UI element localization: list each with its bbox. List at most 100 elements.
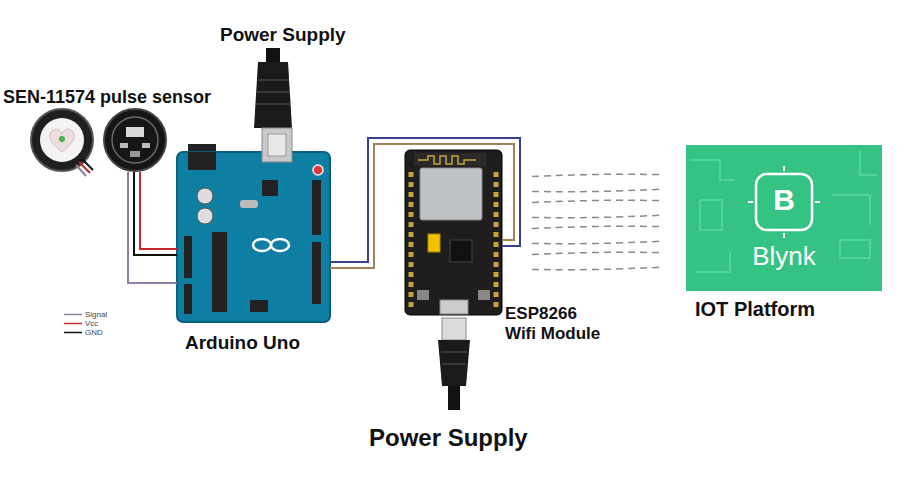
usb-plug xyxy=(438,340,470,386)
pin-header xyxy=(312,242,321,304)
sensor-led xyxy=(59,136,65,142)
capacitor xyxy=(197,188,213,204)
legend-sample xyxy=(63,319,85,328)
board-body xyxy=(405,150,502,315)
usb-cable xyxy=(254,48,292,162)
component-label: Arduino Uno xyxy=(185,332,300,355)
wireless-link xyxy=(502,200,686,204)
legend-line xyxy=(64,314,82,316)
logo-tick xyxy=(748,201,753,203)
crystal xyxy=(240,200,258,208)
antenna-area xyxy=(414,153,486,166)
wireless-link xyxy=(502,240,686,244)
sensor-ring xyxy=(112,117,158,163)
sensor-part xyxy=(120,143,128,148)
pin-header xyxy=(184,236,192,278)
pulse-sensor: SEN-11574 pulse sensor xyxy=(28,108,170,172)
pin-row xyxy=(494,172,499,310)
plug-grip xyxy=(257,91,290,93)
legend-text: Vcc xyxy=(85,319,98,328)
power-supply-label: Power Supply xyxy=(369,424,528,452)
serial-wire xyxy=(330,138,520,262)
heart-symbol xyxy=(50,129,75,152)
pattern-line xyxy=(832,195,870,225)
usb-plug xyxy=(254,62,292,128)
plug-grip xyxy=(441,351,467,353)
pattern-line xyxy=(695,252,730,272)
board-body xyxy=(177,152,330,322)
serial-wire xyxy=(330,144,514,268)
pattern-line xyxy=(700,200,722,230)
wireless-link xyxy=(502,174,686,178)
push-button xyxy=(417,290,429,300)
cable xyxy=(448,386,460,410)
sensor-part xyxy=(142,143,150,148)
wireless-link xyxy=(502,214,686,218)
legend-text: Signal xyxy=(85,310,107,319)
logo-tick xyxy=(783,166,785,171)
sensor-face xyxy=(40,118,84,162)
component-label: IOT Platform xyxy=(695,297,815,321)
antenna-trace xyxy=(418,156,476,164)
wifi-module: ESP8266 Wifi Module xyxy=(405,150,502,315)
usb-connector xyxy=(268,134,286,156)
board-logo xyxy=(253,239,271,251)
logo-tick xyxy=(815,201,820,203)
legend-row: Signal xyxy=(63,310,107,319)
power-jack xyxy=(188,152,216,170)
platform-name: Blynk xyxy=(686,241,882,271)
esp8266-board xyxy=(405,150,502,315)
connector xyxy=(502,174,686,269)
usb-connector xyxy=(262,128,292,162)
pin-header xyxy=(312,180,321,235)
microcontroller-chip xyxy=(212,232,227,312)
pattern-line xyxy=(690,160,735,180)
plug-grip xyxy=(442,363,466,365)
logo-letter: B xyxy=(686,185,882,215)
plug-grip xyxy=(256,103,290,105)
legend-row: GND xyxy=(63,328,107,337)
wireless-link xyxy=(502,226,686,230)
sensor-disc xyxy=(104,109,166,171)
usb-connector xyxy=(442,318,466,340)
sensor-wire xyxy=(82,159,93,170)
connector xyxy=(330,138,520,268)
connector xyxy=(128,172,177,283)
pin-row xyxy=(409,172,414,310)
pattern-line xyxy=(860,150,877,175)
component-label: ESP8266 Wifi Module xyxy=(505,304,610,345)
sensor-wire xyxy=(79,162,90,173)
pin-header xyxy=(184,284,192,314)
platform-ground xyxy=(686,145,882,291)
push-button xyxy=(478,290,490,300)
wireless-link xyxy=(502,252,686,256)
legend: SignalVccGND xyxy=(63,310,107,337)
icsp-header xyxy=(250,300,268,312)
capacitor xyxy=(428,234,440,252)
pulse-sensor-front xyxy=(31,109,93,176)
board-logo xyxy=(271,239,289,251)
legend-row: Vcc xyxy=(63,319,107,328)
wireless-link xyxy=(502,188,686,192)
wifi-shield xyxy=(420,168,482,220)
pattern-line xyxy=(840,240,870,258)
reset-button xyxy=(313,165,323,175)
component-label: SEN-11574 pulse sensor xyxy=(3,87,211,109)
usb-chip xyxy=(262,180,278,196)
sensor-disc xyxy=(31,109,93,171)
legend-line xyxy=(64,332,82,334)
legend-sample xyxy=(63,328,85,337)
blynk-panel xyxy=(686,145,882,291)
power-jack xyxy=(188,144,216,170)
wireless-link xyxy=(502,266,686,270)
legend-sample xyxy=(63,310,85,319)
ground-wire xyxy=(134,172,177,255)
micro-usb-port xyxy=(440,300,468,314)
sensor-chip xyxy=(126,127,144,137)
legend-text: GND xyxy=(85,328,103,337)
legend-line xyxy=(64,323,82,325)
logo-tick xyxy=(783,233,785,238)
arduino-board xyxy=(177,144,330,322)
